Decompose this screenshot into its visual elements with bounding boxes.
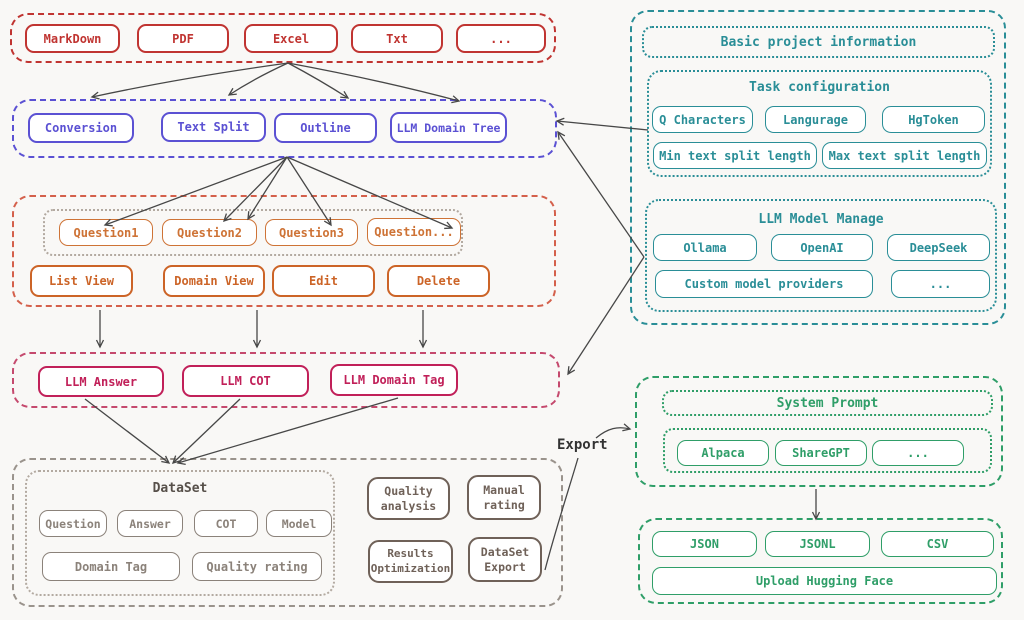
dataset-field-answer: Answer [117,510,183,537]
tool-results-optimization: Results Optimization [368,540,453,583]
tool-dataset-export: DataSet Export [468,537,542,582]
export-csv: CSV [881,531,994,557]
model-more: ... [891,270,990,298]
sources-container [10,13,556,63]
config-hgtoken: HgToken [882,106,985,133]
dataset-title: DataSet [152,480,208,496]
dataset-field-quality-rating: Quality rating [192,552,322,581]
llm-model-manage-container [645,199,997,312]
export-json: JSON [652,531,757,557]
question-3: Question3 [265,219,358,246]
llm-domain-tag: LLM Domain Tag [330,364,458,396]
arrow-sources-conversion [90,62,289,100]
step-outline: Outline [274,113,377,143]
action-domain-view: Domain View [163,265,265,297]
system-prompt-title-box: System Prompt [662,390,993,416]
action-edit: Edit [272,265,375,297]
question-more: Question... [367,218,461,246]
arrow-llm-answer-dataset [84,398,171,464]
question-1: Question1 [59,219,153,246]
dataset-field-question: Question [39,510,107,537]
task-config-title: Task configuration [749,79,890,95]
question-2: Question2 [162,219,257,246]
config-max-text-split-length: Max text split length [822,142,987,169]
prompt-formats-container [663,428,992,473]
source-more: ... [456,24,546,53]
tool-quality-analysis: Quality analysis [367,477,450,520]
export-jsonl: JSONL [765,531,870,557]
format-alpaca: Alpaca [677,440,769,466]
config-min-text-split-length: Min text split length [653,142,817,169]
source-txt: Txt [351,24,443,53]
model-openai: OpenAI [771,234,873,261]
tool-manual-rating: Manual rating [467,475,541,520]
source-markdown: MarkDown [25,24,120,53]
source-pdf: PDF [137,24,229,53]
config-langurage: Langurage [765,106,866,133]
arrow-sources-text-split [227,62,289,96]
dataset-field-model: Model [266,510,332,537]
format-sharegpt: ShareGPT [775,440,867,466]
arrow-sources-outline [287,62,350,99]
action-delete: Delete [387,265,490,297]
llm-cot: LLM COT [182,365,309,397]
upload-hugging-face: Upload Hugging Face [652,567,997,595]
step-conversion: Conversion [28,113,134,143]
config-q-characters: Q Characters [652,106,753,133]
dataset-inner-container [25,470,335,596]
llm-model-manage-title: LLM Model Manage [758,211,884,227]
export-formats-container [638,518,1003,604]
source-excel: Excel [244,24,338,53]
model-ollama: Ollama [653,234,757,261]
model-custom-providers: Custom model providers [655,270,873,298]
system-prompt-container [635,376,1003,487]
arrow-sources-domain-tree [287,62,461,104]
action-list-view: List View [30,265,133,297]
dataset-field-cot: COT [194,510,258,537]
arrow-llm-cot-dataset [171,398,241,465]
export-label: Export [557,436,608,453]
step-text-split: Text Split [161,112,266,142]
model-deepseek: DeepSeek [887,234,990,261]
llm-answer: LLM Answer [38,366,164,397]
basic-project-info-box: Basic project information [642,26,995,58]
dataset-field-domain-tag: Domain Tag [42,552,180,581]
step-llm-domain-tree: LLM Domain Tree [390,112,507,143]
format-more: ... [872,440,964,466]
